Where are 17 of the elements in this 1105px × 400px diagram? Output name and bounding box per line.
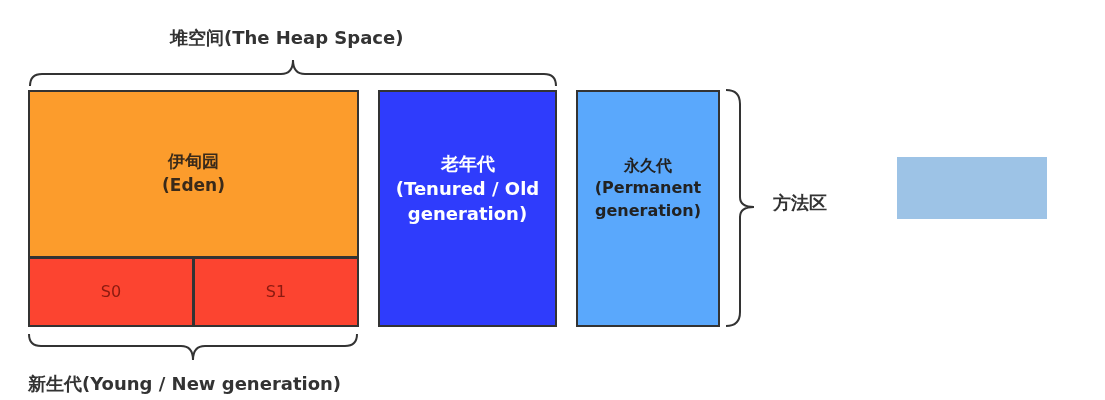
region-subtitle: (Tenured / Old generation) <box>394 176 541 227</box>
memory-region-box <box>193 257 359 327</box>
region-name: 老年代 <box>440 151 495 176</box>
memory-region-box <box>28 90 359 258</box>
region-subtitle: (Permanent generation) <box>593 177 703 222</box>
region-subtitle: (Eden) <box>162 174 225 197</box>
region-name: 伊甸园 <box>168 150 219 174</box>
region-name: S0 <box>100 280 122 303</box>
memory-region-box <box>28 257 194 327</box>
region-name: 永久代 <box>624 154 672 177</box>
memory-region-box <box>576 90 720 327</box>
plain-box <box>897 157 1047 219</box>
brace-label: 新生代(Young / New generation) <box>28 372 342 396</box>
memory-region-box <box>378 90 557 327</box>
region-name: S1 <box>265 280 287 303</box>
brace-label: 方法区 <box>773 191 827 215</box>
brace-label: 堆空间(The Heap Space) <box>170 26 404 50</box>
